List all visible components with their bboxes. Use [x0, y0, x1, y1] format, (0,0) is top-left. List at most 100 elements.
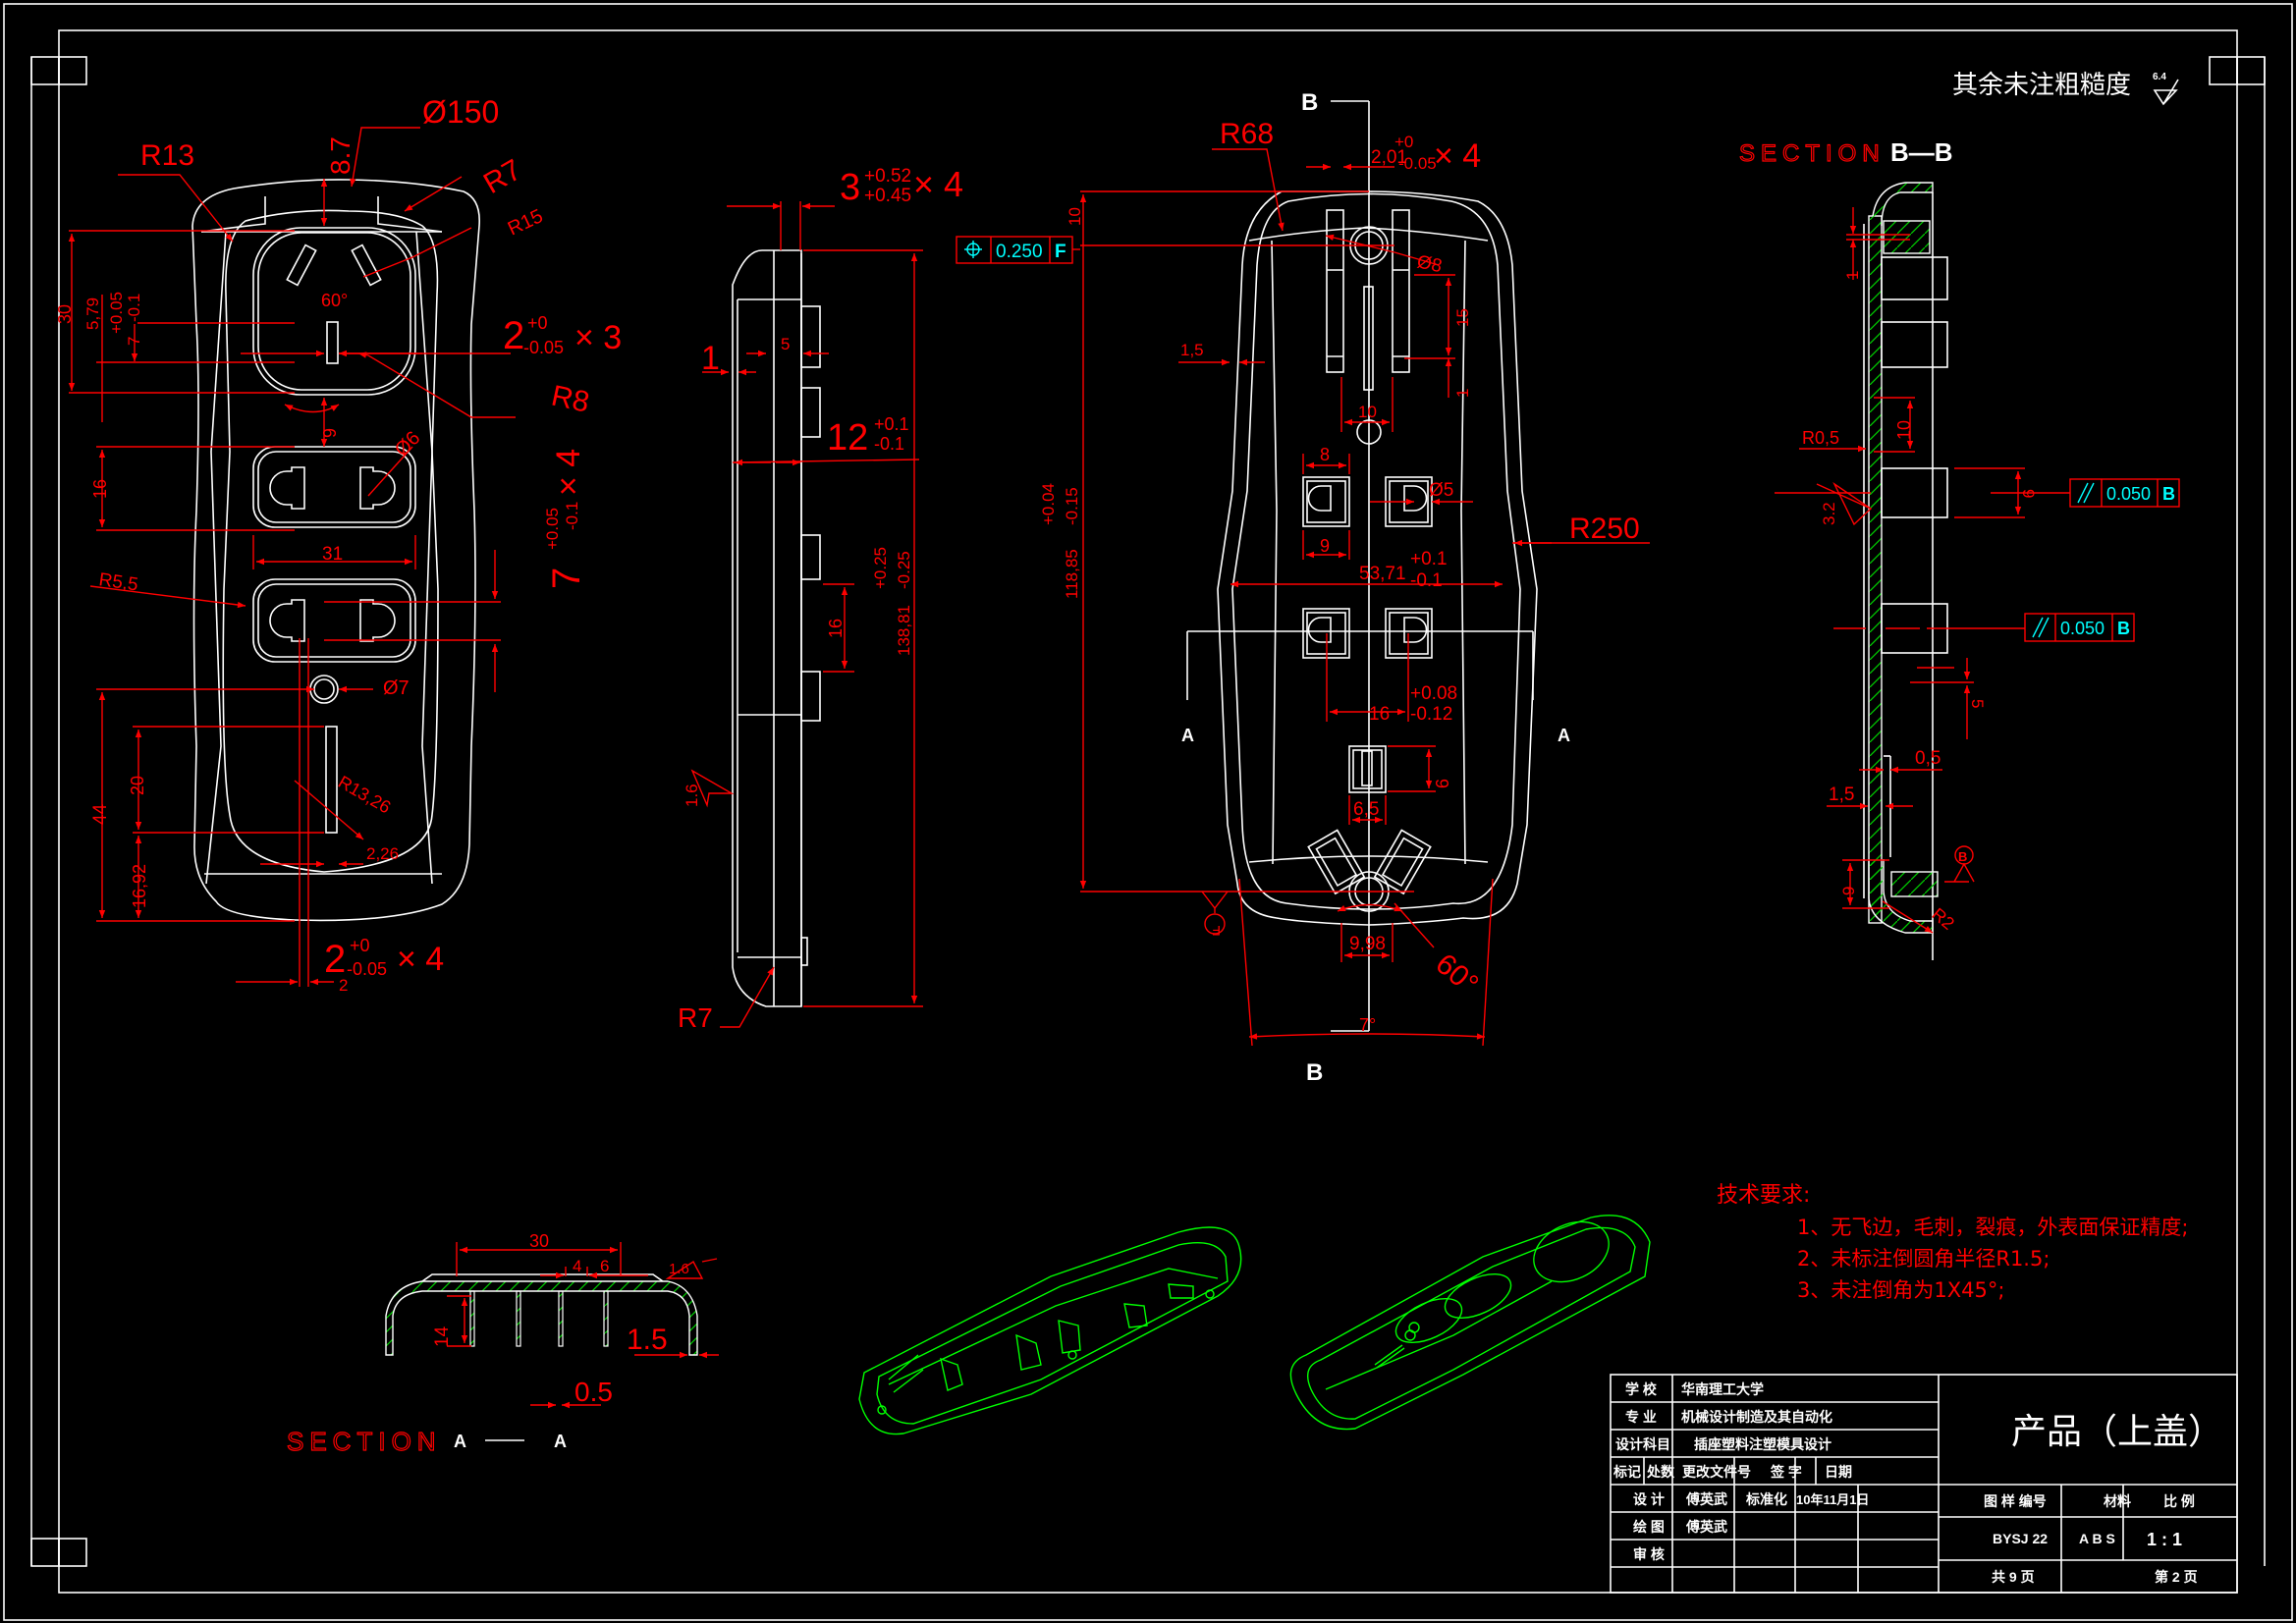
dim-16-side: 16 — [826, 619, 846, 638]
dim-r68: R68 — [1220, 118, 1274, 150]
tb-rev-date: 日期 — [1825, 1464, 1852, 1480]
tb-drawing-label: 绘 图 — [1633, 1519, 1665, 1535]
isometric-view-inside — [858, 1226, 1242, 1435]
section-a-a: 30 4 6 1.6 14 1.5 0.5 SECTION A A — [286, 1231, 719, 1457]
dim-bb-10: 10 — [1894, 420, 1914, 440]
datum-f-icon — [1204, 913, 1226, 935]
dim-1: 1 — [701, 340, 720, 377]
dim-tol-minus: -0.1 — [125, 294, 143, 322]
sheet-frame — [3, 3, 2293, 1621]
dim-10-top: 10 — [1066, 207, 1084, 226]
section-bb-title-prefix: SECTION — [1739, 140, 1886, 167]
tech-req-item-3: 3、未注倒角为1X45°; — [1797, 1278, 2004, 1302]
dim-aa-6: 6 — [600, 1257, 609, 1275]
dim-7: 7 — [125, 337, 143, 346]
datum-b-icon — [1954, 845, 1974, 865]
position-tolerance-value: 0.250 — [996, 242, 1043, 262]
dim-53-71-tol-up: +0.1 — [1410, 549, 1448, 569]
section-bb-title-letters: B—B — [1890, 137, 1953, 167]
dim-1-5: 1,5 — [1180, 341, 1204, 359]
dim-118-tol-dn: -0.15 — [1063, 487, 1081, 525]
dim-2-26: 2,26 — [366, 844, 399, 863]
technical-requirements: 技术要求: 1、无飞边，毛刺，裂痕，外表面保证精度; 2、未标注倒圆角半径R1.… — [1717, 1183, 2188, 1302]
dim-bb-r0-5: R0,5 — [1802, 428, 1839, 448]
section-marker-b-bottom: B — [1306, 1059, 1323, 1086]
dim-bottom-mult: × 4 — [397, 941, 444, 978]
tb-rev-mark: 标记 — [1613, 1464, 1641, 1480]
dim-2: 2 — [339, 976, 348, 995]
parallel-icon — [2077, 482, 2095, 504]
isometric-view-outside — [1289, 1215, 1651, 1431]
dim-aa-0-5: 0.5 — [574, 1377, 613, 1407]
dim-8: 8 — [1320, 445, 1330, 464]
dim-2-01-mult: × 4 — [1434, 137, 1481, 175]
dim-16-right: 16 — [1369, 704, 1390, 725]
dim-6-5: 6,5 — [1353, 799, 1379, 820]
tb-school-label: 学 校 — [1625, 1381, 1658, 1397]
dim-5-79: 5,79 — [83, 298, 102, 330]
section-marker-b-top: B — [1301, 89, 1318, 116]
dim-top-pin: 3 — [840, 167, 860, 208]
inner-recess-outline — [222, 209, 439, 873]
dim-aa-4: 4 — [573, 1257, 581, 1275]
dim-2-01: 2,01 — [1371, 147, 1407, 168]
dim-9-right: 9 — [1320, 536, 1330, 556]
dim-118-85: 118,85 — [1063, 549, 1081, 599]
dim-length-tol-dn: -0.25 — [895, 551, 913, 589]
parallelism-datum-1: B — [2162, 484, 2175, 504]
tb-material: A B S — [2079, 1531, 2115, 1546]
tb-page-number: 第 2 页 — [2155, 1569, 2198, 1585]
roughness-1-6: 1.6 — [683, 784, 701, 807]
dim-slot-tol-dn: -0.05 — [523, 338, 564, 357]
dim-9-98: 9,98 — [1349, 934, 1386, 954]
tb-drawing-no: BYSJ 22 — [1993, 1531, 2048, 1546]
dim-138-81: 138,81 — [895, 605, 913, 656]
tech-req-item-1: 1、无飞边，毛刺，裂痕，外表面保证精度; — [1797, 1216, 2188, 1239]
tb-rev-count: 处数 — [1646, 1464, 1675, 1480]
tech-req-item-2: 2、未标注倒圆角半径R1.5; — [1797, 1247, 2050, 1271]
dim-bb-1: 1 — [1843, 271, 1862, 280]
tb-rev-sign: 签 字 — [1770, 1464, 1802, 1480]
tb-drawing-no-label: 图 样 编号 — [1984, 1493, 2047, 1509]
title-block: 学 校 华南理工大学 专 业 机械设计制造及其自动化 设计科目 插座塑料注塑模具… — [1610, 1374, 2238, 1594]
dim-aa-14: 14 — [432, 1325, 453, 1347]
pin-slot-left — [286, 243, 317, 287]
corner-mark-tr2 — [2236, 56, 2266, 85]
roughness-note-text: 其余未注粗糙度 — [1952, 71, 2131, 100]
section-aa-title-left: A — [454, 1432, 466, 1451]
dim-1-right: 1 — [1453, 389, 1472, 398]
dim-d5: Ø5 — [1429, 480, 1453, 501]
dim-pin-mult: × 4 — [550, 449, 587, 496]
tb-design-name: 傅英武 — [1685, 1491, 1727, 1507]
inner-border — [58, 29, 2238, 1594]
front-view-top: Ø150 R13 8.7 R7 R15 60° 30 5,79 +0.05 -0… — [55, 94, 622, 995]
socket-2pin-upper — [252, 446, 416, 528]
dimension-lines — [68, 127, 516, 987]
dim-53-71-tol-dn: -0.1 — [1410, 570, 1443, 591]
tb-material-label: 材料 — [2104, 1493, 2131, 1509]
pin-slot-earth — [326, 321, 339, 364]
dim-pin-tol-dn: -0.1 — [563, 502, 581, 530]
corner-mark-tl — [58, 56, 87, 85]
dim-tol-plus: +0.05 — [107, 292, 126, 334]
roughness-note-value: 6.4 — [2153, 72, 2166, 82]
tb-part-title: 产品（上盖） — [2011, 1411, 2223, 1451]
position-tolerance-frame: 0.250 F — [956, 236, 1080, 264]
datum-b-label: B — [1958, 849, 1967, 864]
dim-30: 30 — [55, 304, 75, 324]
pin-recesses — [1302, 476, 1433, 912]
dim-top-tol-up: +0.52 — [864, 166, 911, 187]
dim-r5-5: R5,5 — [97, 569, 139, 595]
bottom-view-outline — [1217, 190, 1538, 926]
tb-rev-doc: 更改文件号 — [1682, 1464, 1751, 1480]
dim-16-tol-up: +0.08 — [1410, 683, 1457, 704]
dim-16-tol-dn: -0.12 — [1410, 704, 1452, 725]
dim-top-mult: × 4 — [913, 164, 963, 204]
outer-border — [3, 3, 2293, 1621]
dim-angle-7: 7° — [1359, 1015, 1376, 1035]
dim-9: 9 — [320, 428, 340, 438]
dim-2-01-tol-up: +0 — [1394, 133, 1413, 151]
section-marker-a-left: A — [1181, 726, 1194, 745]
tb-subject-label: 设计科目 — [1615, 1436, 1670, 1452]
